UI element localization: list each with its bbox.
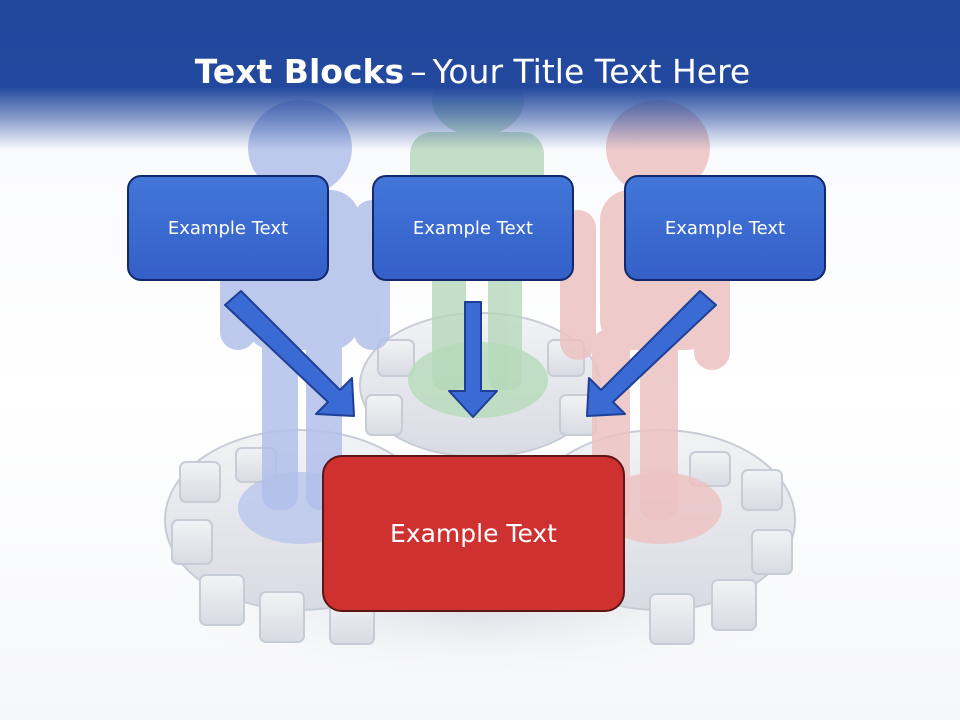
target-block-label: Example Text (390, 519, 557, 548)
slide-title: Text Blocks–Your Title Text Here (0, 52, 945, 91)
title-bold: Text Blocks (194, 52, 405, 91)
source-block-2-label: Example Text (412, 217, 534, 239)
title-bar (0, 0, 960, 150)
source-block-1-label: Example Text (167, 217, 289, 239)
source-block-1[interactable]: Example Text (127, 175, 329, 281)
source-block-3-label: Example Text (664, 217, 786, 239)
arrow-left (224, 290, 355, 417)
source-block-3[interactable]: Example Text (624, 175, 826, 281)
target-block[interactable]: Example Text (322, 455, 625, 612)
arrow-center (448, 301, 498, 418)
source-block-2[interactable]: Example Text (372, 175, 574, 281)
title-separator: – (410, 52, 427, 91)
title-rest: Your Title Text Here (432, 52, 751, 91)
arrow-right (586, 290, 717, 417)
